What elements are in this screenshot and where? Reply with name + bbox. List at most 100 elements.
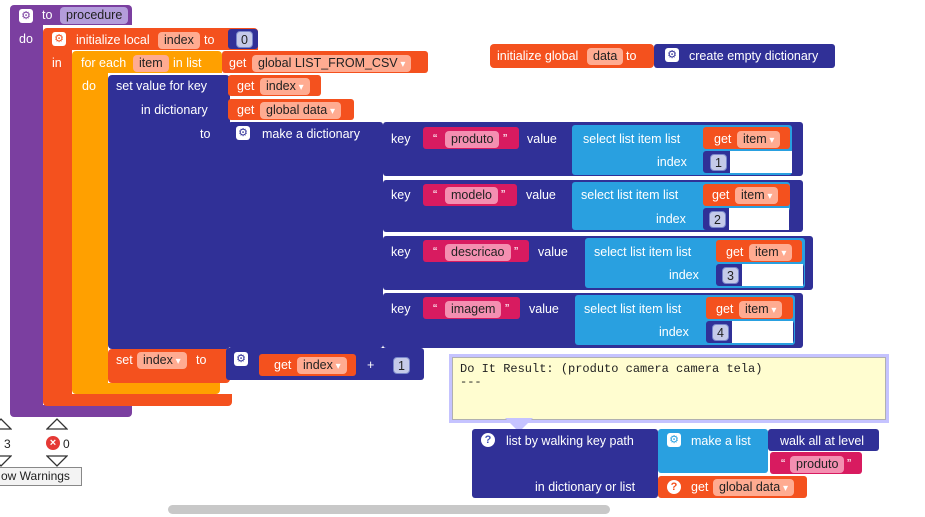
index-label: index	[669, 268, 699, 282]
gear-icon[interactable]: ⚙	[236, 126, 250, 140]
key-text-field[interactable]: descricao	[445, 244, 511, 261]
dict-var-dropdown[interactable]: global data	[260, 102, 341, 119]
number-field[interactable]: 3	[722, 267, 739, 284]
quote-right: ”	[847, 457, 852, 471]
walk-all-label: walk all at level	[780, 434, 865, 448]
number-field[interactable]: 1	[393, 357, 410, 374]
gear-icon[interactable]: ⚙	[665, 48, 679, 62]
quote-right: ”	[501, 188, 506, 202]
error-count: 0	[63, 437, 70, 451]
number-slot	[742, 264, 803, 286]
get-label: get	[229, 56, 247, 70]
init-global-block[interactable]	[490, 44, 654, 68]
quote-right: ”	[503, 132, 508, 146]
key-text-field[interactable]: produto	[445, 131, 500, 148]
set-var-dropdown[interactable]: index	[137, 352, 187, 369]
warning-count: 3	[4, 437, 11, 451]
gear-icon[interactable]: ⚙	[234, 352, 248, 366]
index-var-dropdown[interactable]: index	[260, 78, 310, 95]
list-var-dropdown[interactable]: global LIST_FROM_CSV	[252, 55, 412, 72]
global-data-dropdown[interactable]: global data	[713, 479, 794, 496]
error-arrow-down-icon[interactable]	[46, 455, 68, 467]
plus-operator: +	[367, 358, 375, 372]
gear-icon[interactable]: ⚙	[52, 32, 66, 46]
value-label: value	[529, 302, 559, 316]
walk-all-block[interactable]	[768, 429, 879, 451]
item-var-dropdown[interactable]: item	[749, 244, 793, 261]
in-dictionary-label: in dictionary	[141, 103, 208, 117]
make-dict-label: make a dictionary	[262, 127, 360, 141]
value-label: value	[538, 245, 568, 259]
warning-arrow-down-icon[interactable]	[0, 455, 12, 467]
key-text-field[interactable]: modelo	[445, 187, 498, 204]
foreach-body	[72, 73, 108, 387]
set-to-label: to	[196, 353, 207, 367]
make-list-label: make a list	[691, 434, 751, 448]
foreach-in-list-label: in list	[173, 56, 202, 70]
quote-right: ”	[505, 302, 510, 316]
gear-icon[interactable]: ⚙	[667, 433, 681, 447]
init-local-block[interactable]	[43, 28, 258, 50]
help-icon[interactable]: ?	[667, 480, 681, 494]
select-list-item-label: select list item list	[581, 188, 679, 202]
walk-key-path-block[interactable]	[472, 429, 658, 498]
number-field[interactable]: 1	[710, 154, 727, 171]
init-local-to-label: to	[204, 33, 215, 47]
horizontal-scrollbar[interactable]	[168, 505, 610, 514]
quote-left: “	[781, 457, 786, 471]
quote-left: “	[433, 302, 438, 316]
init-global-to-label: to	[626, 49, 637, 63]
create-empty-dict-block[interactable]	[654, 44, 835, 68]
number-field[interactable]: 2	[709, 211, 726, 228]
walk-text-field[interactable]: produto	[790, 456, 845, 473]
warning-arrow-up-icon[interactable]	[0, 418, 12, 430]
error-arrow-up-icon[interactable]	[46, 418, 68, 430]
init-local-var-field[interactable]: index	[158, 32, 200, 49]
procedure-name-field[interactable]: procedure	[60, 7, 129, 24]
init-local-label: initialize local	[76, 33, 150, 47]
set-value-block[interactable]	[108, 75, 230, 349]
foreach-var-field[interactable]: item	[133, 55, 169, 72]
select-list-item-label: select list item list	[584, 302, 682, 316]
foreach-label: for each	[81, 56, 127, 70]
gear-icon[interactable]: ⚙	[19, 9, 33, 23]
item-var-dropdown[interactable]: item	[739, 301, 783, 318]
foreach-footer	[72, 383, 220, 394]
get-label: get	[691, 480, 709, 494]
number-slot	[729, 208, 789, 230]
result-text: Do It Result: (produto camera camera tel…	[460, 362, 763, 376]
walk-key-path-label: list by walking key path	[506, 434, 634, 448]
index-var-dropdown[interactable]: index	[297, 357, 347, 374]
number-field[interactable]: 4	[712, 324, 729, 341]
value-label: value	[526, 188, 556, 202]
get-label: get	[712, 188, 730, 202]
select-list-item-label: select list item list	[594, 245, 692, 259]
make-dict-block[interactable]	[228, 122, 383, 348]
global-var-field[interactable]: data	[587, 48, 624, 65]
item-var-dropdown[interactable]: item	[735, 187, 779, 204]
init-local-footer	[43, 394, 232, 406]
get-label: get	[726, 245, 744, 259]
bubble-tail	[505, 418, 533, 432]
create-empty-dict-label: create empty dictionary	[689, 49, 819, 63]
quote-right: ”	[514, 245, 519, 259]
init-local-body	[43, 50, 72, 398]
quote-left: “	[433, 188, 438, 202]
key-label: key	[391, 245, 411, 259]
procedure-do-label: do	[19, 32, 33, 46]
item-var-dropdown[interactable]: item	[737, 131, 781, 148]
help-icon[interactable]: ?	[481, 433, 495, 447]
show-warnings-button[interactable]: ow Warnings	[0, 467, 82, 486]
number-slot	[732, 321, 793, 343]
foreach-do-label: do	[82, 79, 96, 93]
index-label: index	[659, 325, 689, 339]
number-field[interactable]: 0	[236, 31, 253, 48]
select-list-item-label: select list item list	[583, 132, 681, 146]
do-it-result-bubble: Do It Result: (produto camera camera tel…	[452, 357, 886, 420]
key-label: key	[391, 132, 411, 146]
set-value-label: set value for key	[116, 79, 208, 93]
key-text-field[interactable]: imagem	[445, 301, 502, 318]
set-value-to-label: to	[200, 127, 211, 141]
number-slot	[730, 151, 792, 173]
get-label: get	[716, 302, 734, 316]
